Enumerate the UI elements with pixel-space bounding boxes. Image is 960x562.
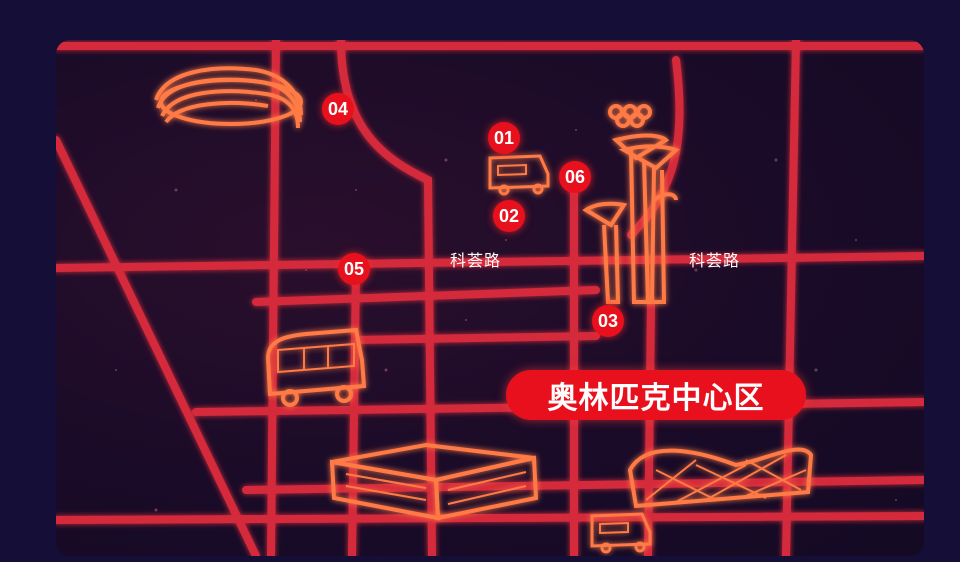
- water-cube-icon: [329, 442, 539, 521]
- marker-05[interactable]: 05: [338, 253, 370, 285]
- rv-camper-icon: [488, 154, 550, 196]
- birds-nest-stadium-icon: [154, 66, 303, 129]
- marker-02[interactable]: 02: [493, 200, 525, 232]
- map-canvas: [56, 40, 924, 556]
- marker-03[interactable]: 03: [592, 305, 624, 337]
- stadium-icon: [627, 447, 814, 509]
- marker-04[interactable]: 04: [322, 93, 354, 125]
- marker-06[interactable]: 06: [559, 161, 591, 193]
- star-field: [115, 99, 897, 512]
- bus-icon: [265, 327, 367, 407]
- marker-01[interactable]: 01: [488, 122, 520, 154]
- street-label-keweilu-left: 科荟路: [450, 253, 502, 270]
- olympic-center-zone-badge: 奥林匹克中心区: [506, 370, 806, 420]
- olympic-area-map: 科荟路 科荟路 01 02 03 04 05 06 奥林匹克中心区: [56, 40, 924, 556]
- olympic-tower-icon: [582, 104, 680, 304]
- street-label-keweilu-right: 科荟路: [689, 253, 741, 270]
- rv-camper-icon: [590, 512, 652, 554]
